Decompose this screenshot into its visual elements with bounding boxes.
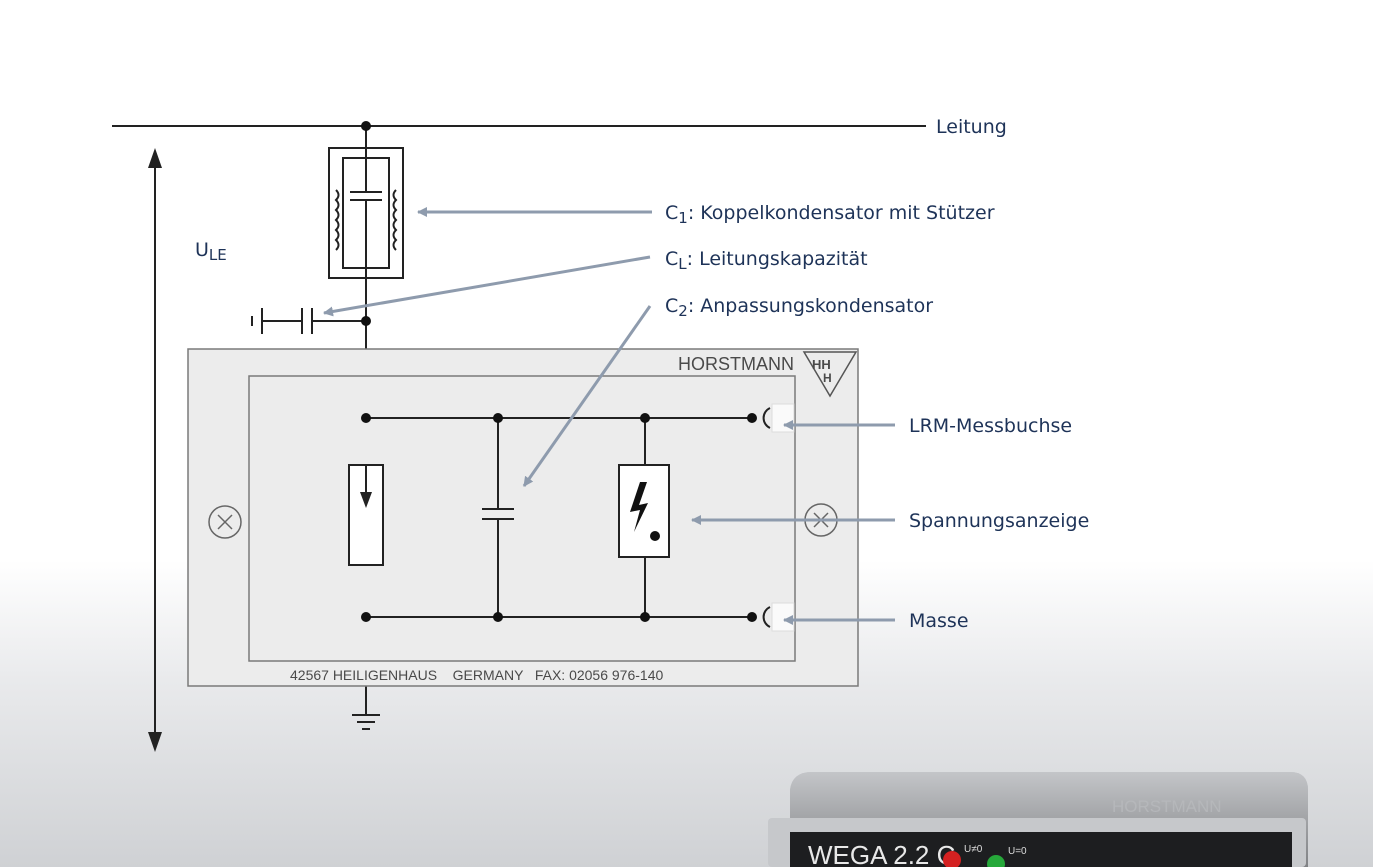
voltage-arrow [148,148,162,752]
led-green-icon [987,855,1005,867]
device-brand: HORSTMANN [1112,797,1222,816]
plate-brand: HORSTMANN [678,354,794,374]
lightning-icon [630,482,648,532]
horstmann-logo-icon: HH H [802,351,858,398]
junction-dot [361,121,371,131]
ground-label: Masse [909,610,969,632]
c2-label: C2: Anpassungskondensator [665,295,933,320]
plate-footer: 42567 HEILIGENHAUS GERMANY FAX: 02056 97… [290,667,663,683]
coupling-capacitor-insulator [328,147,404,279]
mounting-screw-left-icon [208,505,242,539]
device-photo: WEGA 2.2 C HORSTMANN U≠0 U=0 [768,772,1308,867]
led-red-icon [943,851,961,867]
cl-label: CL: Leitungskapazität [665,248,868,273]
line-label: Leitung [936,116,1007,138]
voltage-label: ULE [195,239,227,264]
rail-junctions [361,413,757,622]
matching-capacitor [482,418,514,617]
device-plate [187,348,859,687]
svg-text:HH: HH [812,357,831,372]
device-model: WEGA 2.2 C [808,840,955,867]
line-capacitance [251,308,366,334]
c1-label: C1: Koppelkondensator mit Stützer [665,202,995,227]
indicator-label: Spannungsanzeige [909,510,1089,532]
ground-icon [352,714,380,730]
junction-dot [361,316,371,326]
lrm-socket-label: LRM-Messbuchse [909,415,1072,437]
svg-text:H: H [823,371,832,385]
pointer-arrows [323,207,895,625]
led-label-2: U=0 [1008,846,1027,857]
led-label-1: U≠0 [964,844,983,855]
voltage-indicator [618,418,670,617]
resistor [348,464,384,566]
